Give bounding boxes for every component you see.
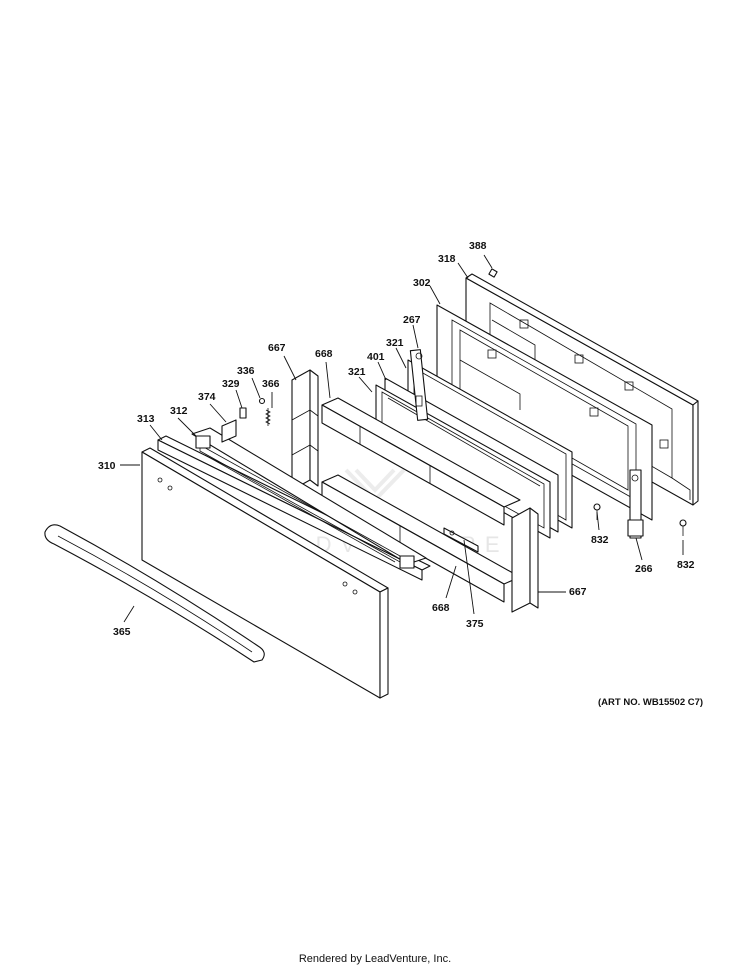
part-667-insulation-right — [511, 507, 539, 613]
callout-375: 375 — [466, 618, 484, 630]
leader-lines — [120, 254, 684, 623]
callout-302: 302 — [413, 277, 431, 289]
callout-267: 267 — [403, 314, 421, 326]
callout-329: 329 — [222, 378, 240, 390]
callout-266: 266 — [635, 563, 653, 575]
part-388-screw — [488, 268, 498, 278]
part-302-frame — [436, 304, 653, 521]
part-375-bracket — [443, 527, 479, 553]
callout-labels: 388 318 302 267 321 401 321 668 667 336 … — [98, 240, 695, 638]
callout-401: 401 — [367, 351, 385, 363]
part-310-outer-door — [141, 447, 389, 699]
art-number: (ART NO. WB15502 C7) — [598, 697, 704, 708]
part-668-insulation-top — [321, 397, 521, 526]
part-832-screw-left — [593, 503, 601, 520]
callout-667-right: 667 — [569, 586, 587, 598]
callout-374: 374 — [198, 391, 216, 403]
part-365-handle — [44, 524, 265, 663]
part-366-spring — [265, 408, 271, 426]
part-312-channel — [191, 427, 427, 569]
callout-336: 336 — [237, 365, 255, 377]
callout-318: 318 — [438, 253, 456, 265]
part-266-hinge — [627, 469, 644, 539]
callout-321-top: 321 — [386, 337, 404, 349]
part-832-screw-right — [679, 519, 687, 536]
callout-366: 366 — [262, 378, 280, 390]
callout-832-right: 832 — [677, 559, 695, 571]
part-267-hinge — [409, 349, 429, 421]
callout-667-top: 667 — [268, 342, 286, 354]
callout-313: 313 — [137, 413, 155, 425]
callout-365: 365 — [113, 626, 131, 638]
callout-321-mid: 321 — [348, 366, 366, 378]
callout-668-bottom: 668 — [432, 602, 450, 614]
part-667-insulation-left — [291, 369, 319, 491]
part-329-clip — [239, 407, 247, 419]
part-374-bracket — [221, 419, 237, 443]
part-336-screw — [258, 397, 266, 405]
callout-832-left: 832 — [591, 534, 609, 546]
callout-310: 310 — [98, 460, 116, 472]
callout-312: 312 — [170, 405, 188, 417]
footer-credit: Rendered by LeadVenture, Inc. — [298, 953, 452, 965]
callout-388: 388 — [469, 240, 487, 252]
callout-668-top: 668 — [315, 348, 333, 360]
